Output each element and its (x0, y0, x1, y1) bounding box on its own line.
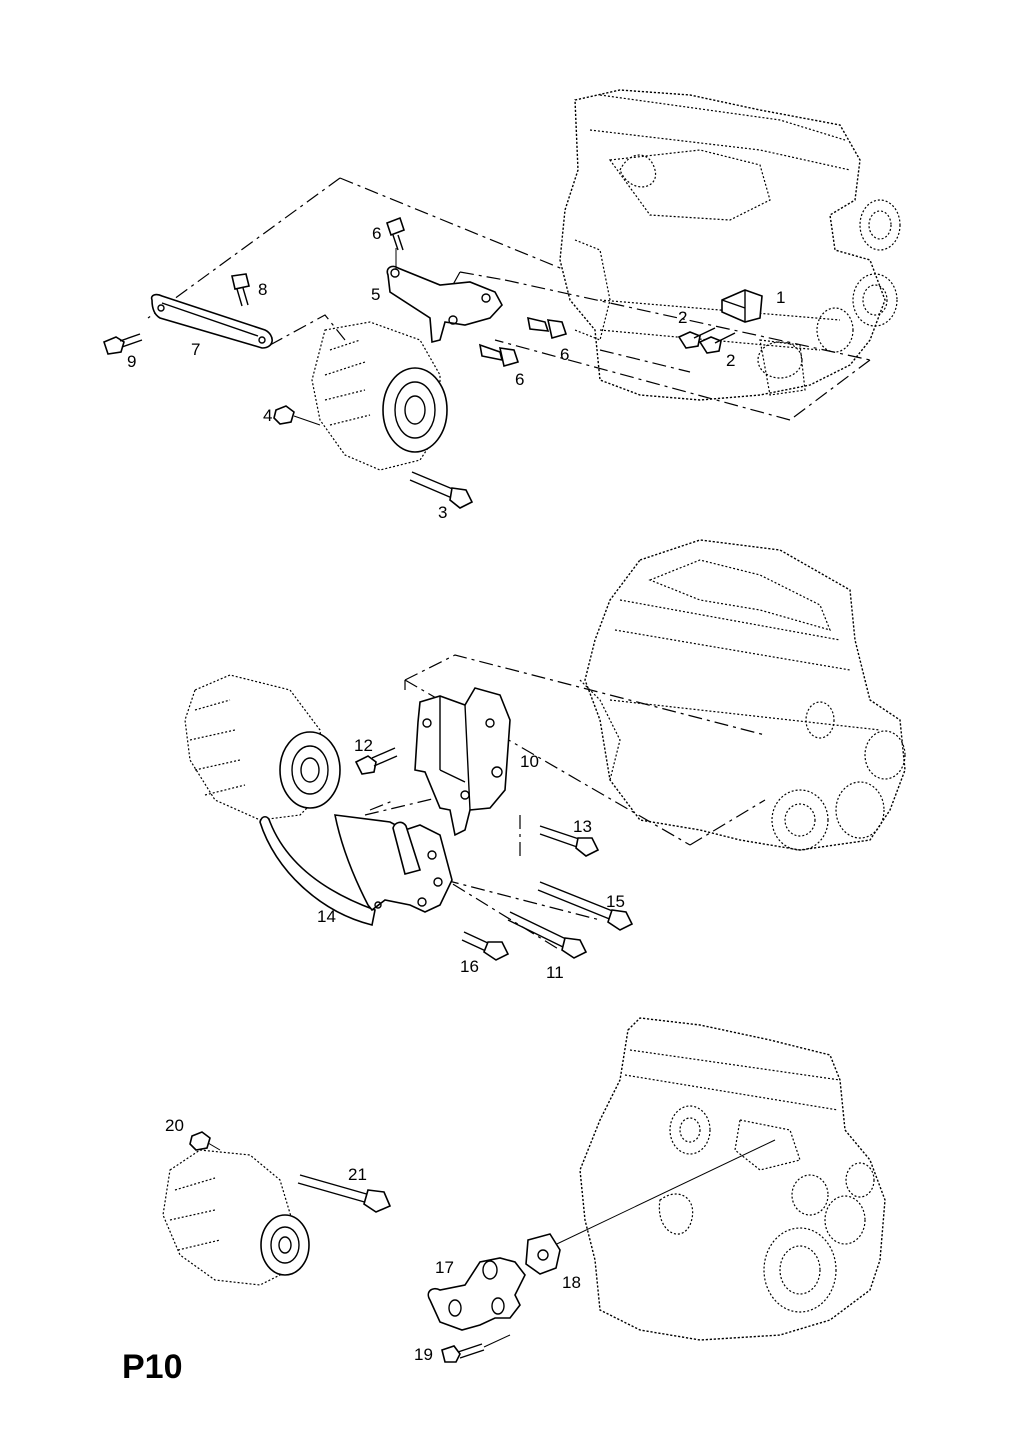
label-part-16: 16 (460, 957, 479, 976)
label-part-19: 19 (414, 1345, 433, 1364)
part-11-bolt (507, 911, 588, 959)
part-17-bracket (427, 1257, 526, 1331)
label-part-15: 15 (606, 892, 625, 911)
label-part-9: 9 (127, 352, 137, 371)
middle-assembly-outline (404, 654, 766, 846)
part-16-bolt (461, 931, 510, 961)
part-8-bolt (231, 273, 250, 307)
label-part-6b: 6 (560, 345, 570, 364)
label-part-21: 21 (348, 1165, 367, 1184)
label-part-10: 10 (520, 752, 539, 771)
part-4-nut (273, 405, 321, 426)
engine-bottom-illustration (579, 1017, 886, 1341)
label-part-3: 3 (438, 503, 448, 522)
label-part-18: 18 (562, 1273, 581, 1292)
part-21-bolt (297, 1174, 392, 1213)
alternator-top (311, 321, 448, 471)
label-part-4: 4 (263, 406, 273, 425)
label-part-12: 12 (354, 736, 373, 755)
part-7-strap (150, 293, 273, 349)
part-14-bracket (259, 814, 453, 926)
label-part-7: 7 (191, 340, 201, 359)
part-6-bolts (385, 216, 568, 368)
label-part-11: 11 (546, 963, 564, 982)
label-part-8: 8 (258, 280, 268, 299)
part-5-bracket (386, 248, 503, 344)
part-10-bracket (414, 687, 511, 837)
engine-middle-illustration (579, 539, 906, 851)
label-part-6c: 6 (515, 370, 525, 389)
bottom-assembly-leader (539, 1139, 776, 1253)
part-13-bolt (539, 825, 600, 857)
part-2-bolts (677, 327, 736, 354)
label-part-2a: 2 (678, 308, 688, 327)
page-code: P10 (122, 1348, 183, 1386)
label-part-14: 14 (317, 907, 336, 926)
alternator-bottom (162, 1149, 310, 1286)
engine-top-illustration (559, 89, 901, 401)
part-3-bolt (409, 471, 474, 509)
part-19-bolt (441, 1334, 511, 1363)
part-9-bolt (103, 333, 143, 355)
label-part-1: 1 (776, 288, 786, 307)
label-part-20: 20 (165, 1116, 184, 1135)
label-part-5: 5 (371, 285, 381, 304)
top-assembly-outline (147, 177, 871, 421)
part-1-bracket (721, 289, 763, 323)
label-part-2b: 2 (726, 351, 736, 370)
label-part-17: 17 (435, 1258, 454, 1277)
part-15-bolt (537, 881, 634, 931)
label-part-13: 13 (573, 817, 592, 836)
part-12-bolt (354, 747, 398, 775)
alternator-middle (184, 674, 341, 821)
label-part-6a: 6 (372, 224, 382, 243)
part-18-gasket (525, 1233, 561, 1275)
part-20-nut (189, 1131, 221, 1151)
